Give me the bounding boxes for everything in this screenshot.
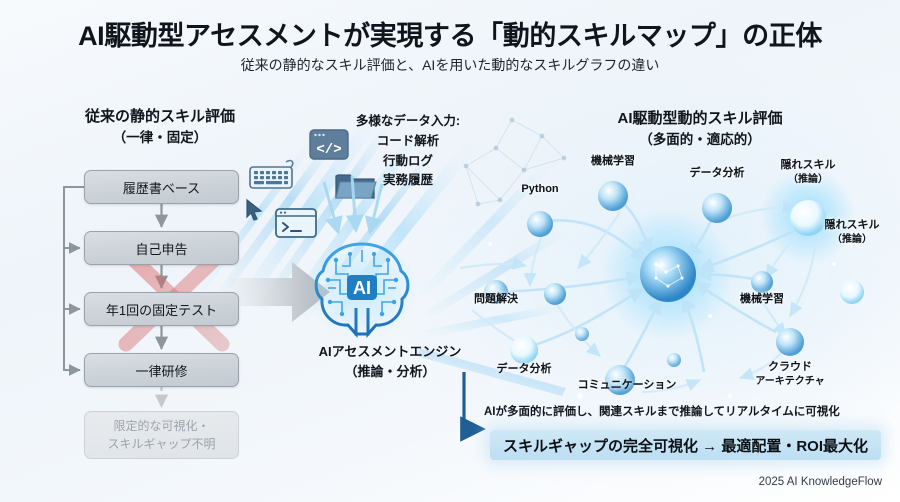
right-heading-sub: （多面的・適応的） bbox=[639, 131, 761, 147]
conclusion-banner: スキルギャップの完全可視化 → 最適配置・ROI最大化 bbox=[490, 430, 882, 460]
node-label-text: コミュニケーション bbox=[577, 379, 677, 391]
node-label-hidden-skill-2: 隠れスキル （推論） bbox=[796, 218, 900, 246]
input-note-line4: 実務履歴 bbox=[382, 173, 433, 188]
graph-edges-and-nodes bbox=[460, 117, 864, 399]
node-label-problem-solving: 問題解決 bbox=[440, 292, 552, 307]
graph-node-ml-right bbox=[751, 271, 773, 293]
engine-caption-line1: AIアセスメントエンジン bbox=[318, 344, 462, 359]
node-label-text: 隠れスキル bbox=[780, 159, 836, 171]
node-label-data-analysis-top: データ分析 bbox=[661, 166, 773, 181]
input-note-line2: コード解析 bbox=[376, 133, 440, 148]
flow-step-annual-test[interactable]: 年1回の固定テスト bbox=[84, 292, 239, 326]
node-label-subtext: （推論） bbox=[788, 173, 828, 185]
graph-node-aux-1 bbox=[544, 283, 566, 305]
flow-step-self-report[interactable]: 自己申告 bbox=[84, 231, 239, 265]
input-icon-cluster: </> bbox=[238, 128, 377, 258]
svg-text:</>: </> bbox=[316, 142, 341, 158]
legacy-assessment-flow: 履歴書ベース 自己申告 年1回の固定テスト 一律研修 限定的な可視化・ スキルギ… bbox=[0, 0, 300, 502]
node-label-text: クラウド bbox=[768, 361, 812, 373]
node-label-cloud-architecture: クラウド アーキテクチャ bbox=[734, 360, 846, 388]
ai-badge-text: AI bbox=[353, 278, 371, 298]
node-label-text: 隠れスキル bbox=[824, 219, 880, 231]
legacy-outcome-line1: 限定的な可視化・ bbox=[113, 419, 210, 433]
right-heading-main: AI駆動型動的スキル評価 bbox=[617, 110, 783, 127]
page-subtitle: 従来の静的なスキル評価と、AIを用いた動的なスキルグラフの違い bbox=[240, 57, 660, 73]
graph-hub-node bbox=[640, 246, 696, 302]
graph-node-python bbox=[527, 211, 553, 237]
transition-arrow bbox=[228, 262, 330, 322]
graph-node-data-analysis-left bbox=[510, 336, 538, 364]
folder-icon bbox=[335, 174, 377, 199]
node-label-text: データ分析 bbox=[496, 363, 552, 375]
node-label-text: 機械学習 bbox=[740, 293, 784, 305]
left-heading-sub: （一律・固定） bbox=[112, 129, 208, 145]
node-label-text: データ分析 bbox=[689, 167, 745, 179]
graph-node-ml-upper bbox=[598, 181, 628, 211]
legacy-outcome-line2: スキルギャップ不明 bbox=[107, 437, 216, 451]
dynamic-skill-graph: Python 機械学習 データ分析 隠れスキル （推論） 隠れスキル （推論） … bbox=[460, 96, 900, 416]
graph-node-cloud-arch bbox=[776, 328, 804, 356]
node-label-ml-right: 機械学習 bbox=[706, 292, 818, 307]
node-label-hidden-skill-1: 隠れスキル （推論） bbox=[752, 158, 864, 186]
conclusion-pointer-arrow bbox=[460, 372, 486, 442]
node-label-ml-upper: 機械学習 bbox=[557, 154, 669, 169]
graph-node-problem-solving bbox=[484, 280, 508, 304]
flow-step-label: 履歴書ベース bbox=[122, 180, 201, 196]
bottom-caption: AIが多面的に評価し、関連スキルまで推論してリアルタイムに可視化 bbox=[484, 406, 840, 418]
input-note-line3: 行動ログ bbox=[382, 153, 433, 168]
node-label-communication: コミュニケーション bbox=[564, 378, 690, 393]
credit-text: 2025 AI KnowledgeFlow bbox=[758, 476, 882, 488]
flow-step-resume[interactable]: 履歴書ベース bbox=[84, 170, 239, 204]
graph-node-hidden-skill-1 bbox=[790, 200, 826, 236]
node-label-subtext: （推論） bbox=[832, 233, 872, 245]
node-label-python: Python bbox=[484, 182, 596, 197]
graph-node-data-analysis-top bbox=[702, 193, 732, 223]
flow-step-uniform-training[interactable]: 一律研修 bbox=[84, 353, 239, 387]
cursor-pointer-icon bbox=[246, 198, 263, 221]
page-title: AI駆動型アセスメントが実現する「動的スキルマップ」の正体 bbox=[78, 21, 822, 51]
node-label-text: 問題解決 bbox=[474, 293, 518, 305]
node-label-data-analysis-left: データ分析 bbox=[468, 362, 580, 377]
input-note-line1: 多様なデータ入力: bbox=[355, 114, 461, 128]
flow-step-label: 自己申告 bbox=[135, 241, 188, 257]
node-label-subtext: アーキテクチャ bbox=[755, 375, 825, 387]
graph-node-aux-2 bbox=[575, 327, 589, 341]
node-label-text: 機械学習 bbox=[591, 155, 635, 167]
input-flow-arrows bbox=[322, 175, 384, 235]
flow-step-label: 年1回の固定テスト bbox=[105, 302, 218, 318]
left-section-heading: 従来の静的スキル評価 （一律・固定） bbox=[40, 106, 280, 147]
graph-node-hidden-skill-2 bbox=[840, 280, 864, 304]
graph-node-communication bbox=[605, 365, 635, 395]
legacy-outcome-box: 限定的な可視化・ スキルギャップ不明 bbox=[84, 411, 239, 459]
code-window-icon: </> bbox=[309, 129, 349, 160]
flow-connectors bbox=[63, 186, 169, 408]
engine-caption: AIアセスメントエンジン （推論・分析） bbox=[280, 342, 500, 381]
left-heading-main: 従来の静的スキル評価 bbox=[84, 108, 235, 125]
engine-caption-line2: （推論・分析） bbox=[344, 363, 436, 379]
terminal-icon bbox=[275, 208, 317, 238]
right-section-heading: AI駆動型動的スキル評価 （多面的・適応的） bbox=[500, 108, 900, 149]
ai-brain-icon: AI bbox=[308, 239, 416, 339]
graph-node-aux-3 bbox=[667, 353, 681, 367]
node-label-text: Python bbox=[521, 183, 559, 195]
flow-step-label: 一律研修 bbox=[135, 363, 188, 379]
input-note: 多様なデータ入力: コード解析 行動ログ 実務履歴 bbox=[338, 112, 478, 191]
keyboard-icon bbox=[249, 159, 294, 189]
